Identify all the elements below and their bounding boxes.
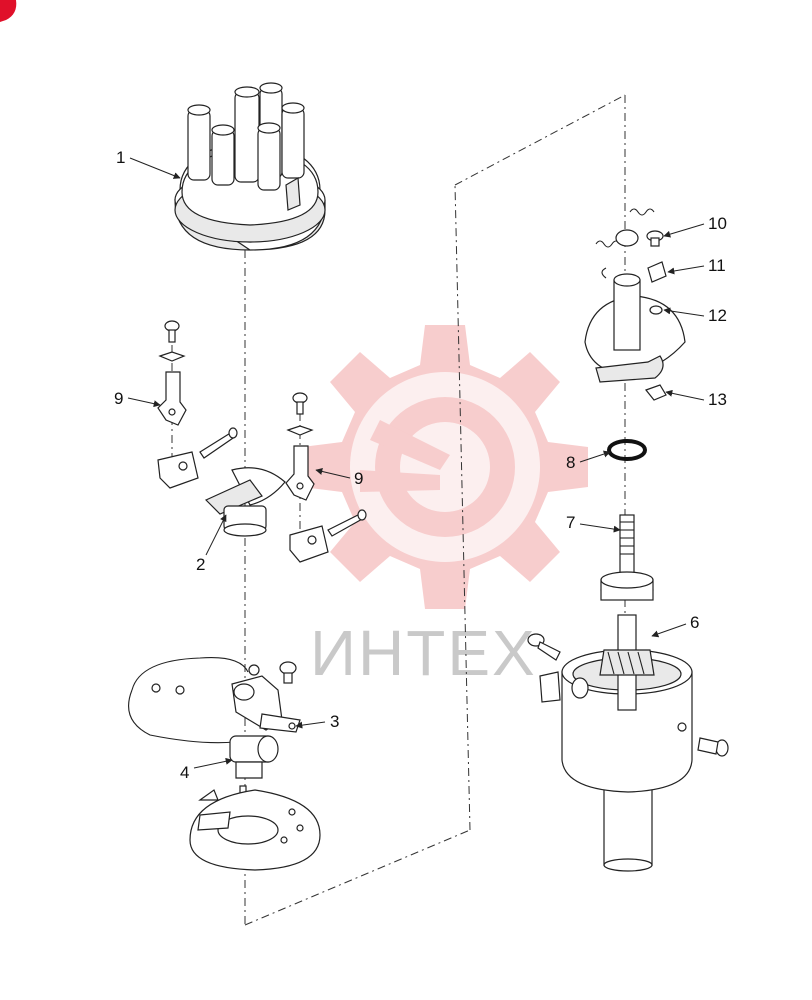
callout-2: 2 [196, 555, 205, 574]
corner-badge-icon [0, 0, 17, 22]
drive-shaft [600, 514, 654, 601]
advance-mechanism [584, 208, 686, 401]
callout-4: 4 [180, 763, 189, 782]
clip-bracket-right [285, 392, 367, 563]
watermark-gear-icon [302, 325, 588, 609]
callout-1: 1 [116, 148, 125, 167]
callout-9-right: 9 [354, 469, 363, 488]
seal-ring [607, 439, 647, 461]
callout-8: 8 [566, 453, 575, 472]
callout-7: 7 [566, 513, 575, 532]
breaker-plate [189, 789, 321, 871]
callout-6: 6 [690, 613, 699, 632]
callout-12: 12 [708, 306, 727, 325]
breaker-point-assembly [128, 657, 301, 805]
watermark-text: ИНТЕХ [310, 617, 537, 689]
leader-lines [127, 157, 705, 769]
rotor [204, 467, 286, 537]
distributor-housing [527, 614, 729, 872]
callout-9-left: 9 [114, 389, 123, 408]
distributor-cap [174, 82, 326, 251]
callout-13: 13 [708, 390, 727, 409]
callout-3: 3 [330, 712, 339, 731]
callout-11: 11 [708, 256, 726, 275]
clip-bracket-left [157, 320, 238, 489]
callout-10: 10 [708, 214, 727, 233]
